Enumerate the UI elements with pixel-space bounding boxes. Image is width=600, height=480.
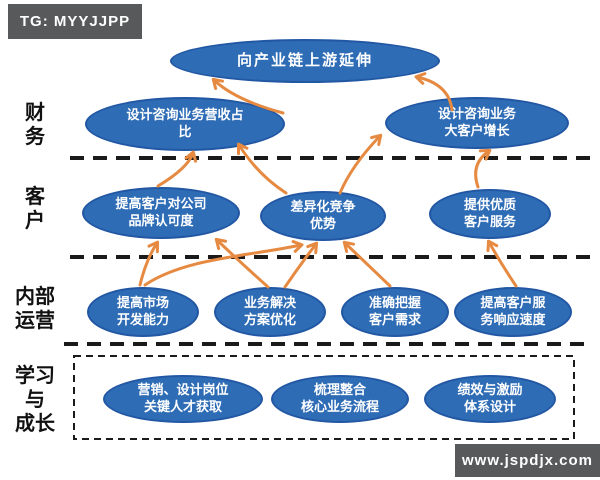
watermark-tg-badge: TG: MYYJJPP (8, 4, 142, 39)
perspective-customer: 客 户 (25, 186, 45, 232)
arrow-differentiation-to-growth (338, 133, 383, 195)
arrow-solution-to-differentiation (283, 241, 319, 289)
arrow-market-to-differentiation (143, 240, 304, 287)
arrow-needs-to-differentiation (342, 240, 392, 288)
perspective-finance: 财 务 (25, 102, 45, 148)
node-extend-upstream: 向产业链上游延伸 (170, 39, 440, 83)
node-solution-optimization: 业务解决 方案优化 (214, 287, 326, 337)
node-talent-acquisition: 营销、设计岗位 关键人才获取 (103, 375, 263, 423)
perspective-internal-operations: 内部 运营 (15, 286, 55, 332)
node-market-development: 提高市场 开发能力 (87, 287, 199, 337)
arrow-service-to-growth (474, 148, 492, 189)
node-incentive-design: 绩效与激励 体系设计 (424, 375, 556, 423)
node-key-account-growth: 设计咨询业务 大客户增长 (385, 97, 569, 149)
arrow-market-to-brand (138, 240, 160, 287)
node-differentiation: 差异化竞争 优势 (260, 191, 386, 241)
arrow-solution-to-brand (214, 237, 270, 289)
arrow-brand-to-revenue (156, 150, 198, 188)
node-response-speed: 提高客户服 务响应速度 (454, 287, 572, 337)
arrow-response-to-service (486, 239, 518, 288)
node-revenue-share: 设计咨询业务营收占 比 (85, 97, 285, 151)
node-quality-service: 提供优质 客户服务 (429, 189, 551, 239)
arrow-differentiation-to-revenue (236, 142, 288, 195)
perspective-learning-growth: 学习 与 成长 (15, 365, 55, 435)
node-process-integration: 梳理整合 核心业务流程 (271, 375, 409, 423)
node-customer-needs: 准确把握 客户需求 (341, 287, 449, 337)
node-brand-recognition: 提高客户对公司 品牌认可度 (82, 187, 240, 239)
watermark-website-badge: www.jspdjx.com (455, 444, 600, 477)
